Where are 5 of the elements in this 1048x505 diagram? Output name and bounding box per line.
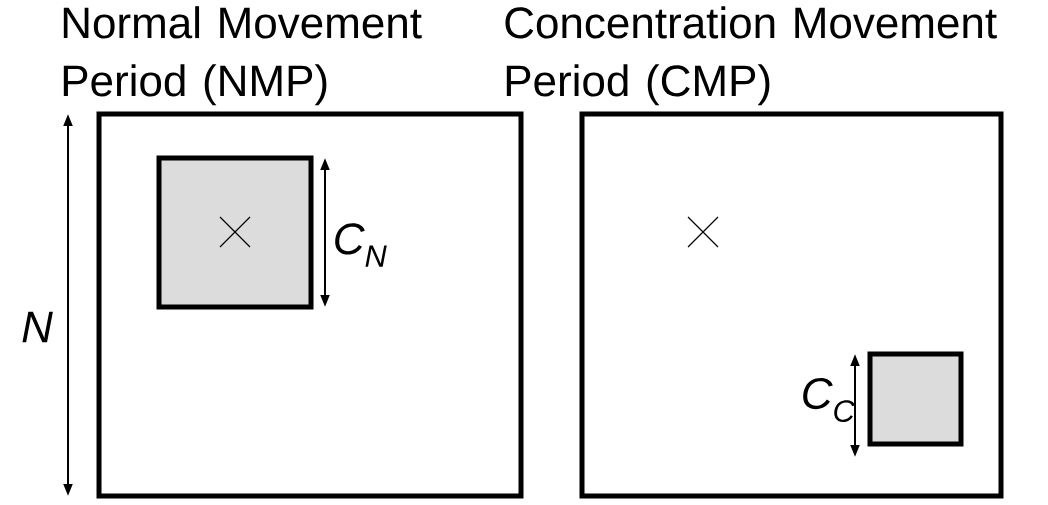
panel-title: Concentration Movement Period (CMP) bbox=[505, 6, 997, 106]
shaded-square bbox=[156, 155, 314, 310]
dimension-label: N bbox=[22, 311, 53, 343]
panel-title: Normal Movement Period (NMP) bbox=[63, 6, 422, 106]
shaded-square bbox=[867, 351, 964, 447]
